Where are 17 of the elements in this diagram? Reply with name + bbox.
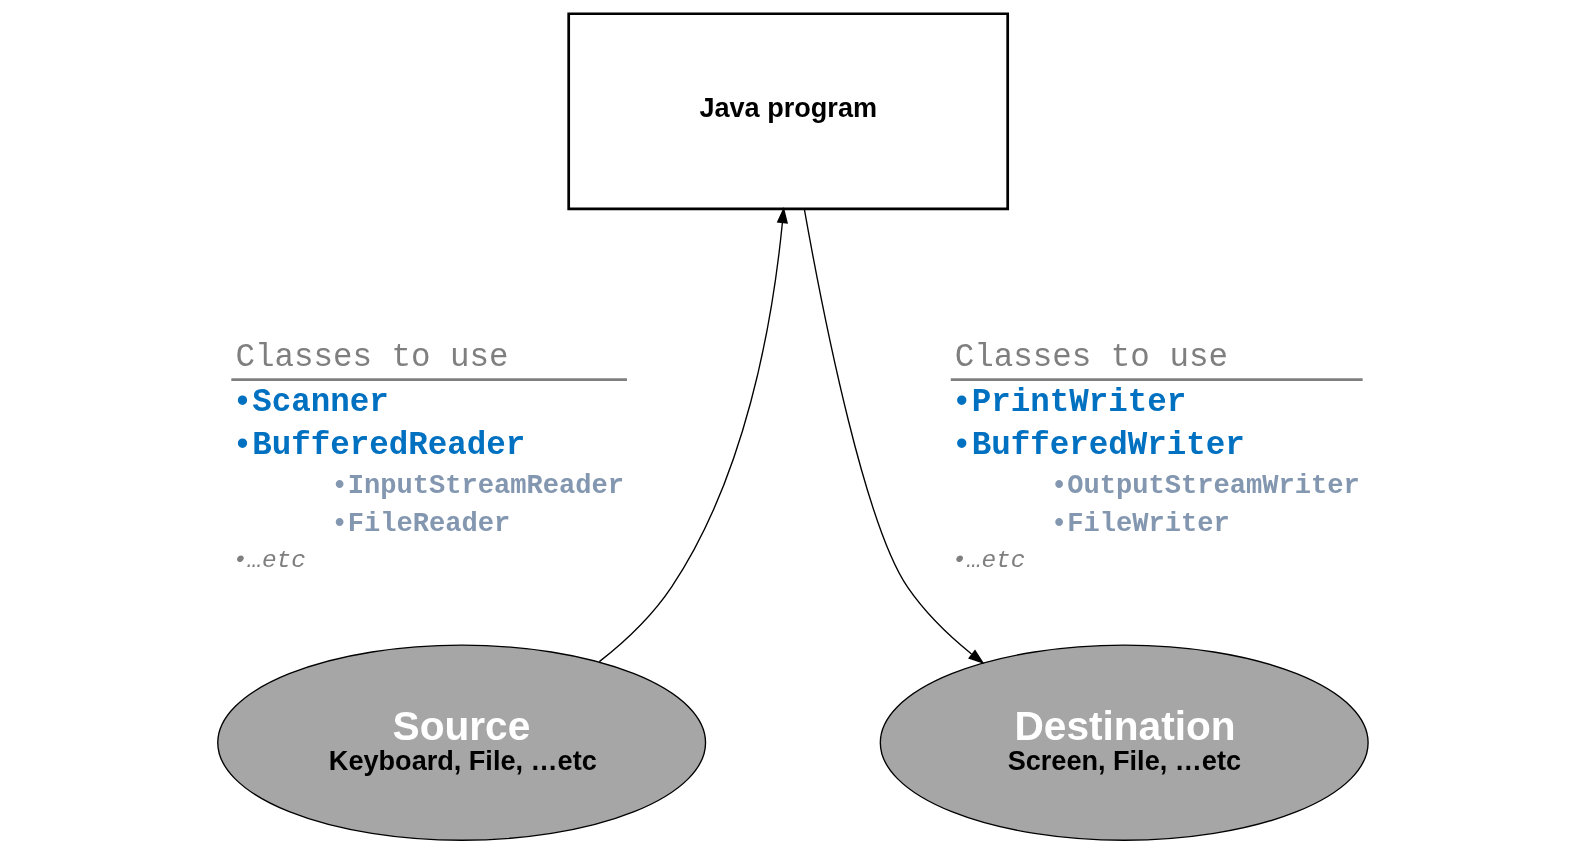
label: Classes to use [954, 339, 1228, 377]
label: •…etc [951, 547, 1025, 575]
label: •BufferedReader [232, 427, 525, 465]
label: •OutputStreamWriter [1050, 470, 1360, 502]
label: •…etc [232, 547, 306, 575]
label: •BufferedWriter [951, 427, 1245, 465]
label: Classes to use [234, 339, 508, 377]
arrow [803, 208, 984, 664]
label: •InputStreamReader [331, 470, 624, 502]
node-box: Java program [566, 12, 1009, 211]
label: •Scanner [232, 384, 389, 422]
node-ellipse: Source Keyboard, File, …etc [216, 644, 706, 841]
arrow [598, 206, 788, 663]
label: •FileWriter [1050, 508, 1230, 540]
label: •FileReader [331, 508, 510, 540]
label: •PrintWriter [951, 384, 1186, 422]
node-ellipse: Destination Screen, File, …etc [879, 644, 1369, 841]
